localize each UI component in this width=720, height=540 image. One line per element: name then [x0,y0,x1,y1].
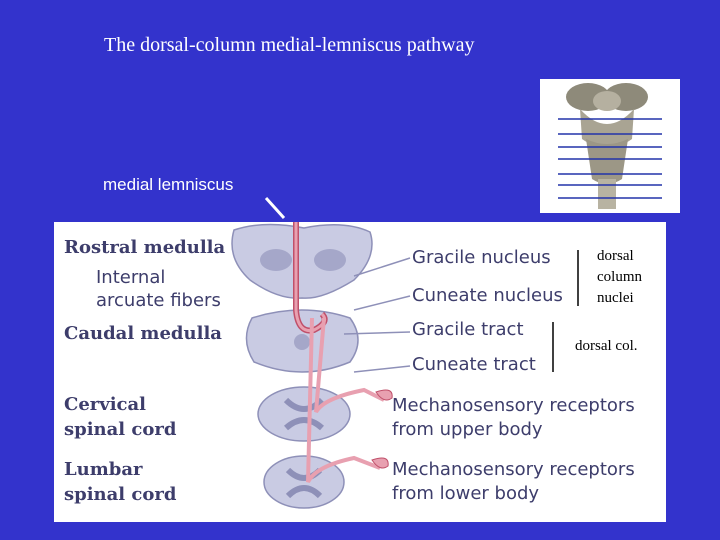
upper-body-receptor [375,389,393,401]
annotation-column: column [597,269,642,285]
rostral-medulla-section [231,223,373,299]
label-lumbar: Lumbar [64,459,143,480]
cervical-cord-section [257,386,351,442]
label-gracile-nucleus: Gracile nucleus [412,247,551,268]
label-caudal-medulla: Caudal medulla [64,323,222,344]
medial-lemniscus-label: medial lemniscus [103,175,234,194]
label-lumbar-spinal-cord: spinal cord [64,484,177,505]
label-mechano-upper-2: from upper body [392,419,543,440]
label-leader-lines [343,257,411,373]
label-mechano-lower-1: Mechanosensory receptors [392,459,635,480]
slide-title: The dorsal-column medial-lemniscus pathw… [104,34,475,56]
brainstem-thumbnail-image [558,83,662,209]
cuneate-tract-fiber [314,317,385,414]
central-canal [294,334,310,350]
label-cuneate-tract: Cuneate tract [412,354,536,375]
label-internal: Internal [96,267,166,288]
label-cervical-spinal-cord: spinal cord [64,419,177,440]
label-arcuate-fibers: arcuate fibers [96,290,221,311]
annotation-nuclei: nuclei [597,290,634,306]
label-mechano-upper-1: Mechanosensory receptors [392,395,635,416]
label-mechano-lower-2: from lower body [392,483,540,504]
pathway-figure-panel: Rostral medulla Internal arcuate fibers … [54,222,666,522]
label-cuneate-nucleus: Cuneate nucleus [412,285,563,306]
label-gracile-tract: Gracile tract [412,319,524,340]
inferior-olive-left [260,249,292,271]
annotation-dorsal-col: dorsal col. [575,338,638,354]
brainstem-thumbnail [540,79,680,213]
lower-body-receptor [371,457,389,469]
inferior-olive-right [314,249,346,271]
gracile-tract-fiber [306,317,381,484]
label-rostral-medulla: Rostral medulla [64,237,226,258]
annotation-dorsal: dorsal [597,248,634,264]
label-cervical: Cervical [64,394,147,415]
pathway-illustration [231,222,579,509]
cervical-gray-matter [283,397,325,431]
